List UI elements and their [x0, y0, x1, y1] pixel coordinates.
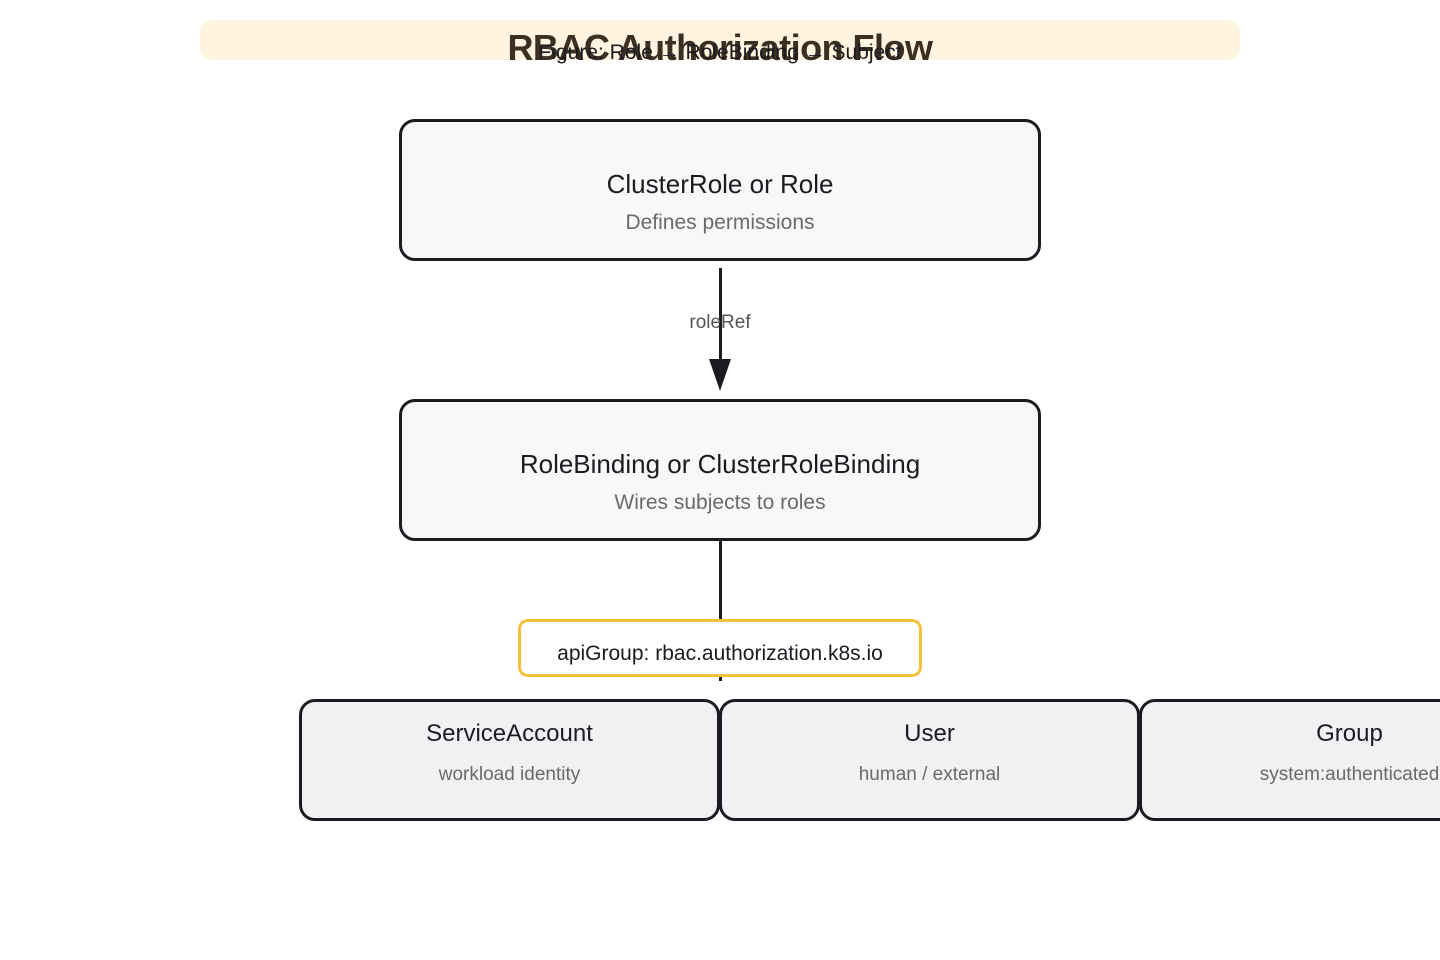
subject-node-label: Group	[1316, 720, 1383, 747]
role-node: ClusterRole or Role Defines permissions	[399, 119, 1041, 261]
subject-node-label: User	[904, 720, 955, 747]
subject-node-description: workload identity	[438, 764, 581, 785]
subject-node-user: User human / external	[719, 699, 1140, 821]
apigroup-callout: apiGroup: rbac.authorization.k8s.io	[518, 619, 922, 677]
roleref-edge-label: roleRef	[689, 312, 751, 333]
subject-node-description: human / external	[858, 764, 1001, 785]
subject-node-serviceaccount: ServiceAccount workload identity	[299, 699, 720, 821]
binding-node-description: Wires subjects to roles	[614, 491, 826, 514]
role-node-label: ClusterRole or Role	[606, 169, 834, 199]
subjects-edge-line	[719, 541, 722, 681]
roleref-edge-line	[719, 268, 722, 368]
subject-node-description: system:authenticated	[1259, 764, 1440, 785]
binding-node-label: RoleBinding or ClusterRoleBinding	[519, 449, 921, 479]
diagram-title: RBAC Authorization Flow	[507, 27, 933, 68]
role-node-description: Defines permissions	[625, 211, 815, 234]
binding-node: RoleBinding or ClusterRoleBinding Wires …	[399, 399, 1041, 541]
title-band	[200, 20, 1240, 60]
roleref-arrowhead	[709, 359, 731, 391]
subject-node-group: Group system:authenticated	[1139, 699, 1440, 821]
diagram-subtitle: Figure: Role → RoleBinding → Subject	[538, 41, 902, 64]
subject-node-label: ServiceAccount	[426, 720, 593, 747]
